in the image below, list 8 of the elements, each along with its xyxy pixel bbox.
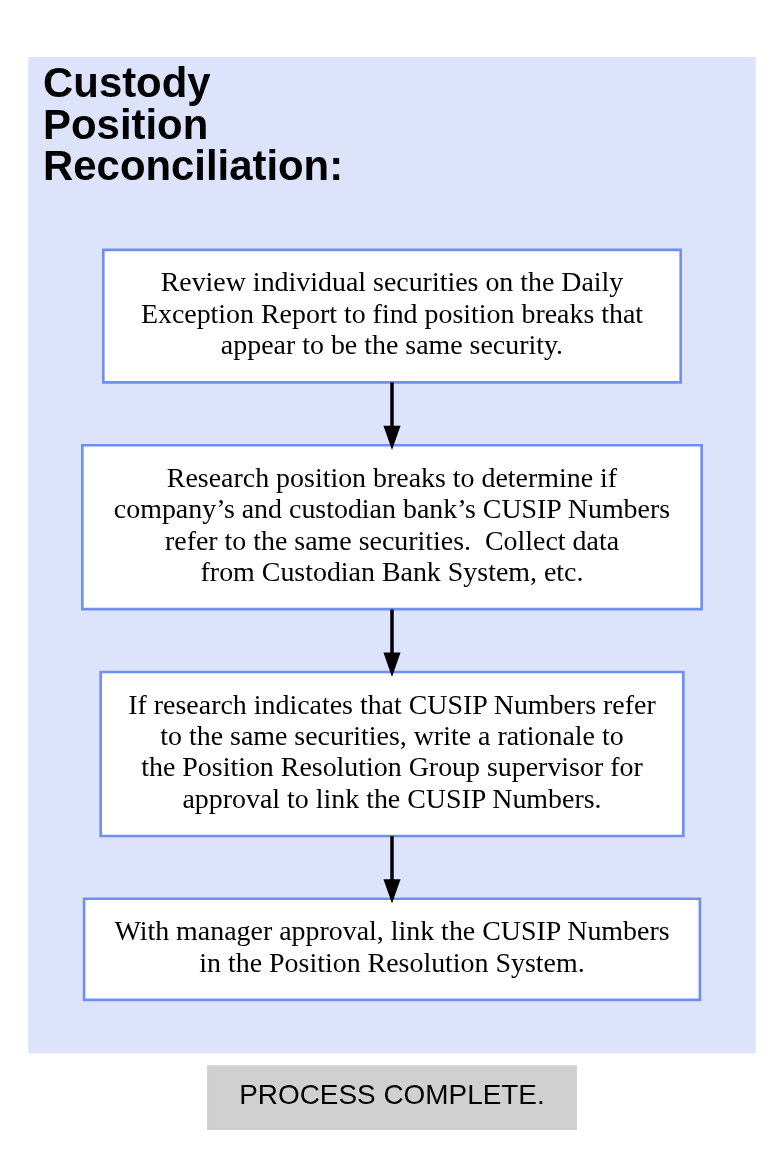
- node-box: Research position breaks to determine if company’s and custodian bank’s CUSIP Numbers refer to the same securities. Collect data from Custodian Bank System, etc.: [81, 443, 703, 611]
- node-box: With manager approval, link the CUSIP Numbers in the Position Resolution System.: [82, 897, 702, 1002]
- node-box: PROCESS COMPLETE.: [207, 1065, 577, 1130]
- arrow: [383, 382, 401, 451]
- arrow: [383, 835, 401, 904]
- node-box: Review individual securities on the Daily Exception Report to find position breaks that appear to be the same security.: [102, 248, 682, 384]
- node-box: If research indicates that CUSIP Numbers refer to the same securities, write a rationale to the Position Resolution Group supervisor for approval to link the CUSIP Numbers.: [99, 670, 685, 838]
- arrow: [383, 609, 401, 677]
